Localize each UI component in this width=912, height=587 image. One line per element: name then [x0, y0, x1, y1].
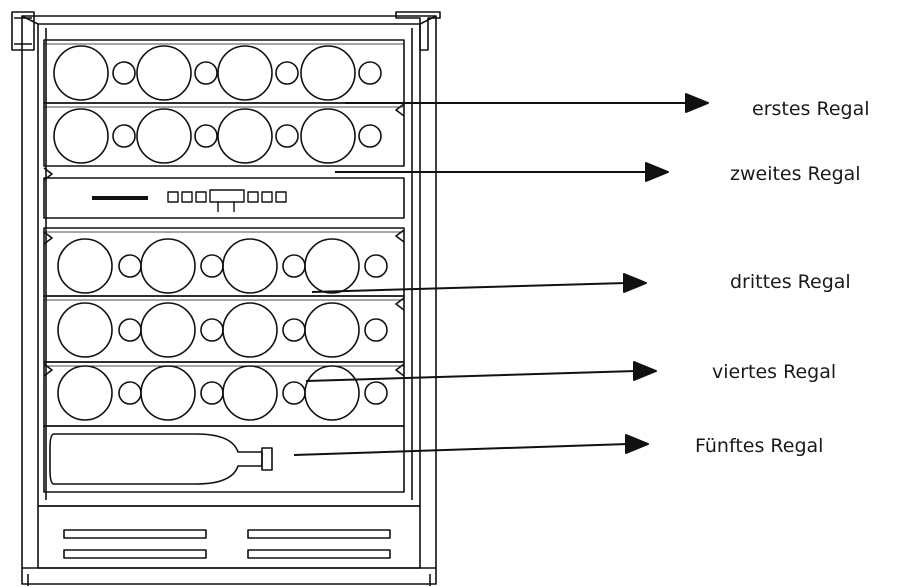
bottle-slot-large-icon [140, 302, 196, 358]
label-shelf-5: Fünftes Regal [695, 435, 823, 457]
bottle-slot-small-icon [282, 381, 306, 405]
bottle-slot-small-icon [364, 318, 388, 342]
hinge-right-icon [395, 11, 441, 51]
bottom-shelf [43, 425, 405, 493]
bottle-slot-small-icon [364, 254, 388, 278]
bottle-slot-large-icon [140, 365, 196, 421]
control-button-icon [195, 191, 207, 203]
bottle-neck-icon [261, 447, 273, 471]
bottle-slot-large-icon [217, 108, 273, 164]
bottom-shelf-frame [43, 425, 405, 493]
bottle-slot-small-icon [200, 254, 224, 278]
bottle-slot-small-icon [112, 61, 136, 85]
wine-bottle-icon [49, 433, 263, 485]
control-panel-frame [43, 177, 405, 219]
bottle-slot-small-icon [358, 124, 382, 148]
bottle-slot-small-icon [358, 61, 382, 85]
control-button-icon [275, 191, 287, 203]
control-button-icon [167, 191, 179, 203]
bottle-slot-large-icon [57, 238, 113, 294]
bottle-slot-large-icon [304, 238, 360, 294]
label-shelf-2: zweites Regal [730, 163, 861, 185]
bottle-slot-small-icon [275, 61, 299, 85]
bottle-slot-large-icon [217, 45, 273, 101]
bottle-slot-small-icon [194, 61, 218, 85]
vent-slot-icon [247, 529, 391, 539]
shelf-tab [395, 103, 405, 117]
arrowhead-icon [645, 162, 669, 182]
shelf-frame [43, 102, 405, 167]
display-panel-icon [209, 189, 245, 212]
label-shelf-3: drittes Regal [730, 271, 851, 293]
bottle-slot-large-icon [136, 108, 192, 164]
bottle-slot-large-icon [222, 365, 278, 421]
bottle-slot-small-icon [275, 124, 299, 148]
shelf-tab [395, 363, 405, 377]
bottle-slot-small-icon [200, 381, 224, 405]
pointer-arrow-line [311, 282, 627, 293]
bottle-slot-large-icon [57, 365, 113, 421]
shelf-tab [395, 297, 405, 311]
arrowhead-icon [625, 434, 649, 454]
bottle-slot-large-icon [53, 45, 109, 101]
vent-slot-icon [63, 529, 207, 539]
cabinet-outer-frame [21, 15, 437, 585]
label-shelf-1: erstes Regal [752, 98, 870, 120]
bottle-slot-large-icon [304, 365, 360, 421]
vent-slot-icon [247, 549, 391, 559]
bottle-slot-small-icon [118, 318, 142, 342]
bottle-slot-large-icon [57, 302, 113, 358]
hinge-left-icon [11, 11, 35, 51]
control-button-icon [181, 191, 193, 203]
pointer-arrow-line [305, 370, 637, 382]
pointer-arrow-line [293, 443, 629, 456]
bottle-slot-small-icon [282, 254, 306, 278]
bottle-slot-large-icon [222, 238, 278, 294]
shelf-tab [395, 229, 405, 243]
bottle-slot-large-icon [140, 238, 196, 294]
bottle-slot-small-icon [282, 318, 306, 342]
arrowhead-icon [623, 273, 647, 293]
arrowhead-icon [685, 93, 709, 113]
control-panel [43, 177, 405, 219]
shelves [43, 39, 405, 427]
bottle-slot-small-icon [200, 318, 224, 342]
cabinet [11, 11, 441, 585]
bottle-slot-large-icon [222, 302, 278, 358]
shelf-tab [43, 231, 53, 245]
control-button-icon [261, 191, 273, 203]
bottle-slot-large-icon [304, 302, 360, 358]
arrowhead-icon [633, 361, 657, 381]
bottle-slot-large-icon [300, 108, 356, 164]
bottle-slot-small-icon [194, 124, 218, 148]
bottle-slot-small-icon [118, 381, 142, 405]
shelf-tab [43, 363, 53, 377]
control-button-icon [247, 191, 259, 203]
bottle-slot-small-icon [364, 381, 388, 405]
bottle-slot-small-icon [112, 124, 136, 148]
vent-slot-icon [63, 549, 207, 559]
bottle-slot-large-icon [53, 108, 109, 164]
label-shelf-4: viertes Regal [712, 361, 836, 383]
bottle-slot-small-icon [118, 254, 142, 278]
bottle-slot-large-icon [136, 45, 192, 101]
bottle-slot-large-icon [300, 45, 356, 101]
cabinet-base [22, 505, 436, 586]
control-buttons [167, 189, 287, 212]
